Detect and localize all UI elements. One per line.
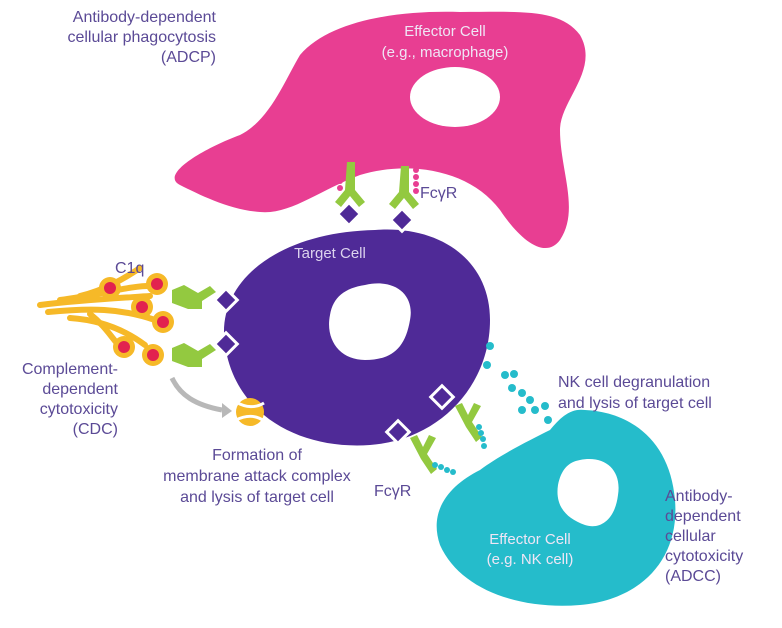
cdc-label-line1: Complement- [22, 361, 118, 378]
nk-cell-nucleus [557, 459, 619, 527]
top-antibodies [335, 162, 419, 234]
c1q-label: C1q [115, 260, 144, 277]
nk-degranulation-line2: and lysis of target cell [558, 395, 712, 412]
membrane-attack-complex [235, 398, 265, 426]
target-cell-nucleus [329, 283, 411, 360]
cdc-label: Complement- dependent cytotoxicity (CDC) [22, 361, 119, 438]
fcgr-bottom-label: FcγR [374, 483, 411, 500]
nk-cell-label-line2: (e.g. NK cell) [487, 551, 574, 568]
adcc-label: Antibody- dependent cellular cytotoxicit… [665, 488, 743, 585]
adcc-label-line4: cytotoxicity [665, 548, 743, 565]
mac-label-line3: and lysis of target cell [180, 489, 334, 506]
mac-label-line2: membrane attack complex [163, 468, 351, 485]
macrophage-nucleus [410, 67, 500, 127]
adcp-label: Antibody-dependent cellular phagocytosis… [67, 9, 216, 66]
nk-cell [436, 409, 676, 606]
fcgr-top-label: FcγR [420, 185, 457, 202]
adcp-label-line3: (ADCP) [161, 49, 216, 66]
nk-degranulation-label: NK cell degranulation and lysis of targe… [558, 374, 712, 412]
macrophage-label-line1: Effector Cell [404, 23, 485, 40]
adcc-label-line2: dependent [665, 508, 741, 525]
nk-degranulation-line1: NK cell degranulation [558, 374, 710, 391]
mac-label-line1: Formation of [212, 447, 302, 464]
adcc-label-line1: Antibody- [665, 488, 733, 505]
cdc-label-line2: dependent [42, 381, 118, 398]
macrophage-label-line2: (e.g., macrophage) [382, 44, 509, 61]
nk-cell-label-line1: Effector Cell [489, 531, 570, 548]
adcc-label-line3: cellular [665, 528, 716, 545]
mac-arrow [169, 376, 223, 413]
nk-granules [483, 342, 552, 424]
cdc-label-line4: (CDC) [73, 421, 118, 438]
cdc-label-line3: cytotoxicity [40, 401, 118, 418]
target-cell-label: Target Cell [294, 245, 366, 262]
macrophage-label: Effector Cell (e.g., macrophage) [382, 23, 509, 61]
mac-arrow-head [222, 403, 232, 418]
macrophage-cell [174, 11, 586, 249]
left-antibodies [172, 285, 240, 367]
nk-cell-label: Effector Cell (e.g. NK cell) [487, 531, 574, 568]
adcp-label-line1: Antibody-dependent [73, 9, 217, 26]
adcc-label-line5: (ADCC) [665, 568, 721, 585]
adcp-label-line2: cellular phagocytosis [67, 29, 216, 46]
bottom-antibodies [384, 383, 487, 475]
c1q-complex [37, 265, 174, 366]
mac-label: Formation of membrane attack complex and… [163, 447, 351, 506]
